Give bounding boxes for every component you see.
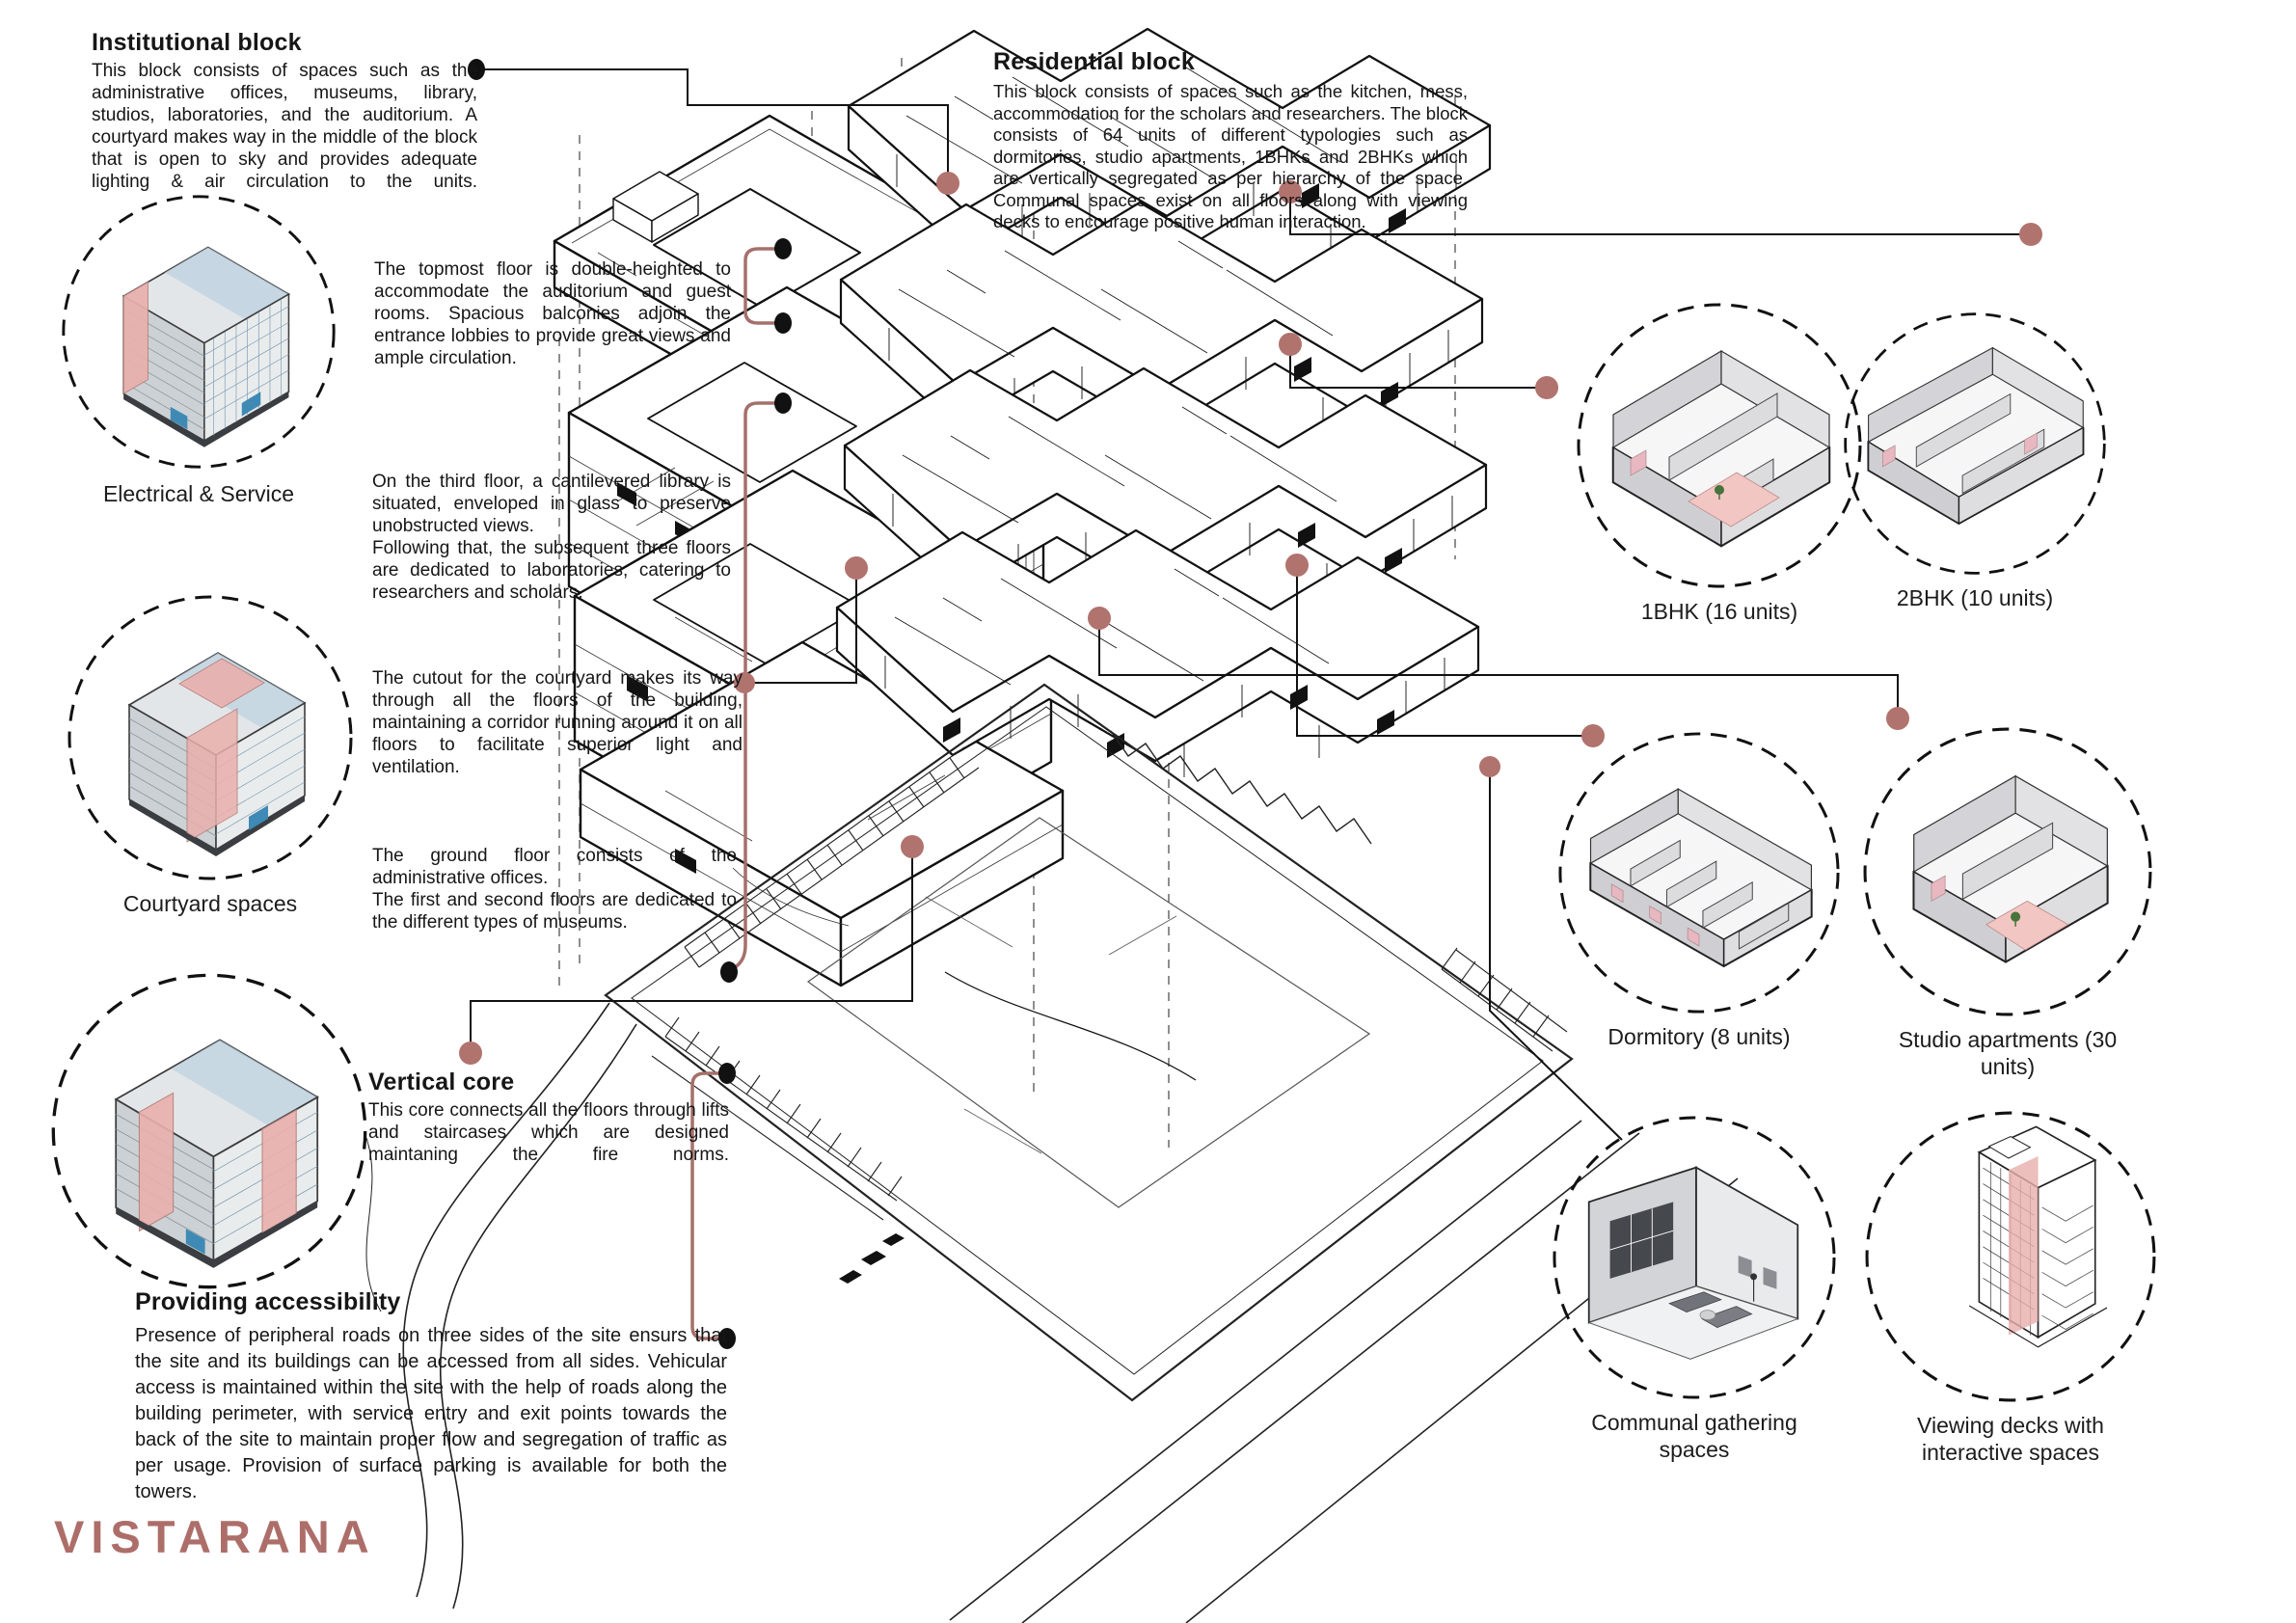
figure-viewing-decks: Viewing decks with interactive spaces bbox=[1863, 1109, 2158, 1466]
parking-hatch bbox=[651, 1016, 903, 1221]
parking-hatch bbox=[684, 746, 980, 968]
project-logo: VISTARANA bbox=[54, 1511, 376, 1562]
callout-topmost-floor: The topmost floor is double-heighted to … bbox=[374, 259, 731, 368]
parking-hatch bbox=[1441, 947, 1568, 1052]
residential-block-body: This block consists of spaces such as th… bbox=[993, 81, 1468, 231]
callout-third-floor-p1: On the third floor, a cantilevered libra… bbox=[372, 472, 731, 536]
callout-ground-floor: The ground floor consists of the adminis… bbox=[372, 845, 737, 933]
figure-label: 1BHK (16 units) bbox=[1640, 599, 1798, 624]
figure-label: Communal gathering spaces bbox=[1591, 1410, 1797, 1462]
institutional-ground-floor bbox=[579, 640, 1197, 1081]
figure-electrical-service: Electrical & Service bbox=[58, 191, 339, 507]
viewing-decks-drawing bbox=[1865, 1111, 2156, 1402]
accessibility-body: Presence of peripheral roads on three si… bbox=[135, 1325, 727, 1502]
callout-ground-floor-p1: The ground floor consists of the adminis… bbox=[372, 846, 737, 888]
callout-courtyard-cutout: The cutout for the courtyard makes its w… bbox=[372, 668, 743, 777]
studio-unit-drawing bbox=[1863, 727, 2152, 1016]
site-plan bbox=[365, 683, 1739, 1623]
figure-1bhk: 1BHK (16 units) bbox=[1575, 301, 1864, 625]
callout-third-floor-p2: Following that, the subsequent three flo… bbox=[372, 538, 731, 603]
connector-dots-ink bbox=[468, 59, 792, 1349]
figure-vertical-core bbox=[50, 972, 368, 1290]
accessibility-title: Providing accessibility bbox=[135, 1288, 401, 1315]
electrical-service-drawing bbox=[62, 195, 336, 469]
figure-label: Dormitory (8 units) bbox=[1607, 1024, 1791, 1049]
vertical-core-title: Vertical core bbox=[368, 1068, 515, 1096]
figure-communal: Communal gathering spaces bbox=[1551, 1114, 1838, 1463]
figure-dormitory: Dormitory (8 units) bbox=[1556, 730, 1842, 1050]
vertical-core-body: This core connects all the floors throug… bbox=[368, 1100, 729, 1165]
figure-courtyard-spaces: Courtyard spaces bbox=[66, 593, 355, 917]
callout-ground-floor-p2: The first and second floors are dedicate… bbox=[372, 890, 737, 933]
roads bbox=[365, 1002, 1739, 1623]
2bhk-unit-drawing bbox=[1844, 312, 2106, 575]
leader-lines bbox=[470, 68, 2031, 1141]
1bhk-unit-drawing bbox=[1577, 303, 1862, 588]
institutional-block-body: This block consists of spaces such as th… bbox=[92, 61, 477, 192]
figure-label: Studio apartments (30 units) bbox=[1898, 1027, 2118, 1079]
vehicle-icons bbox=[839, 1233, 905, 1284]
figure-label: Electrical & Service bbox=[102, 481, 295, 506]
figure-label: 2BHK (10 units) bbox=[1896, 585, 2054, 610]
figure-label: Viewing decks with interactive spaces bbox=[1917, 1413, 2104, 1465]
figure-2bhk: 2BHK (10 units) bbox=[1842, 311, 2108, 611]
figure-studio: Studio apartments (30 units) bbox=[1861, 725, 2154, 1080]
institutional-block-title: Institutional block bbox=[92, 29, 302, 56]
residential-block-title: Residential block bbox=[993, 48, 1196, 75]
dormitory-unit-drawing bbox=[1558, 732, 1840, 1014]
callout-brackets bbox=[690, 247, 785, 1340]
courtyard-spaces-drawing bbox=[68, 595, 353, 880]
vertical-core-drawing bbox=[51, 973, 367, 1289]
parking-hatch bbox=[1110, 730, 1372, 845]
communal-space-drawing bbox=[1553, 1116, 1836, 1399]
connector-dots-accent bbox=[459, 172, 2042, 1065]
figure-label: Courtyard spaces bbox=[122, 891, 298, 916]
callout-third-floor: On the third floor, a cantilevered libra… bbox=[372, 471, 731, 604]
